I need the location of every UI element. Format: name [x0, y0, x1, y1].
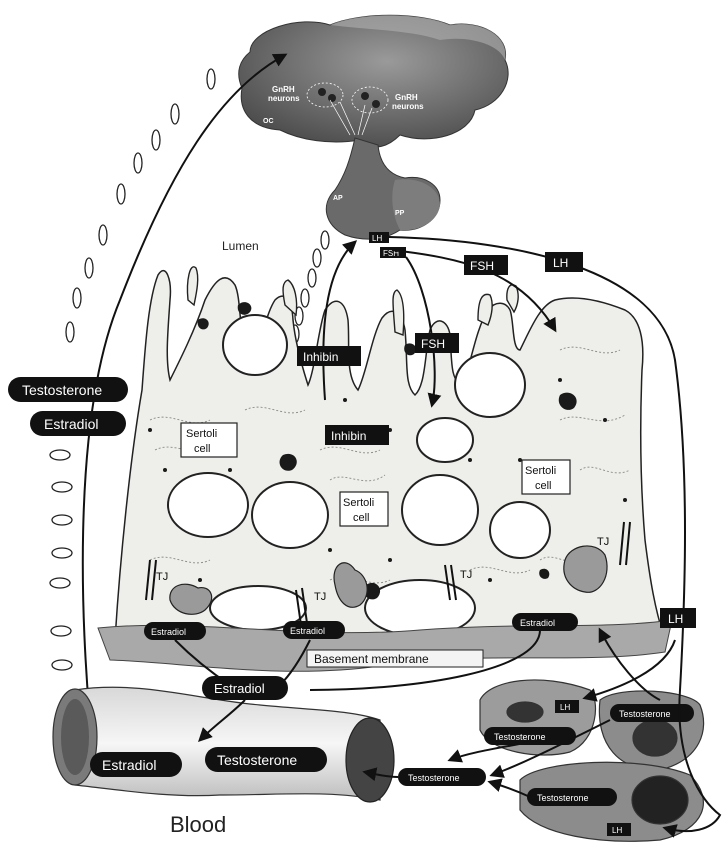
lh-upper-label: LH [553, 256, 568, 270]
gnrh-left-label-2: neurons [268, 94, 300, 103]
gnrh-right-label-2: neurons [392, 102, 424, 111]
sertoli-left-label-1: Sertoli [186, 428, 217, 440]
testosterone-out-pill: Testosterone [398, 768, 486, 786]
sertoli-right-box: Sertoli cell [522, 460, 570, 494]
estradiol-base-left-label: Estradiol [151, 627, 186, 637]
gnrh-left-label-1: GnRH [272, 85, 295, 94]
estradiol-big-pill: Estradiol [202, 676, 288, 700]
leydig-testosterone-top-label: Testosterone [619, 709, 671, 719]
sertoli-center-label-2: cell [353, 512, 370, 524]
sertoli-right-label-1: Sertoli [525, 465, 556, 477]
basement-membrane-label: Basement membrane [314, 652, 429, 666]
testosterone-left-label: Testosterone [22, 382, 102, 398]
estradiol-left-pill: Estradiol [30, 411, 126, 436]
lh-upper-tag: LH [545, 252, 583, 272]
leydig-testosterone-top-pill: Testosterone [610, 704, 694, 722]
sertoli-left-label-2: cell [194, 443, 211, 455]
tj-left-label: TJ [156, 571, 168, 583]
testosterone-left-pill: Testosterone [8, 377, 128, 402]
inhibin-lower-tag: Inhibin [325, 425, 389, 445]
testosterone-out-label: Testosterone [408, 773, 460, 783]
estradiol-left-label: Estradiol [44, 416, 98, 432]
leydig-lh-top-label: LH [560, 703, 570, 712]
estradiol-big-label: Estradiol [214, 681, 265, 696]
inhibin-lower-label: Inhibin [331, 429, 366, 443]
blood-testosterone-pill: Testosterone [205, 747, 327, 772]
tj-mid-label: TJ [460, 569, 472, 581]
fsh-upper-label: FSH [470, 259, 494, 273]
blood-estradiol-pill: Estradiol [90, 752, 182, 777]
pituitary-stalk [326, 138, 440, 239]
sertoli-center-box: Sertoli cell [340, 492, 388, 526]
fsh-mid-tag: FSH [415, 333, 459, 353]
lh-right-tag: LH [660, 608, 696, 628]
sertoli-center-label-1: Sertoli [343, 497, 374, 509]
pit-lh-label: LH [372, 234, 382, 243]
gnrh-right-label-1: GnRH [395, 93, 418, 102]
fsh-upper-tag: FSH [464, 255, 508, 275]
blood-vessel [53, 687, 394, 802]
ap-label: AP [333, 195, 343, 202]
estradiol-base-right-label: Estradiol [520, 618, 555, 628]
tj-center-label: TJ [314, 591, 326, 603]
estradiol-base-center-label: Estradiol [290, 626, 325, 636]
estradiol-base-left-pill: Estradiol [144, 622, 206, 640]
lumen-label: Lumen [222, 239, 259, 253]
blood-label: Blood [170, 812, 226, 837]
pp-label: PP [395, 210, 405, 217]
leydig-testosterone-bottom-pill: Testosterone [527, 788, 617, 806]
leydig-lh-bottom-label: LH [612, 826, 622, 835]
tj-right-label: TJ [597, 536, 609, 548]
estradiol-base-center-pill: Estradiol [283, 621, 345, 639]
inhibin-upper-tag: Inhibin [297, 346, 361, 366]
blood-estradiol-label: Estradiol [102, 757, 156, 773]
inhibin-upper-label: Inhibin [303, 350, 338, 364]
sertoli-right-label-2: cell [535, 480, 552, 492]
estradiol-base-right-pill: Estradiol [512, 613, 578, 631]
lh-right-label: LH [668, 612, 683, 626]
blood-testosterone-label: Testosterone [217, 752, 297, 768]
sertoli-left-box: Sertoli cell [181, 423, 237, 457]
leydig-testosterone-bottom-label: Testosterone [537, 793, 589, 803]
fsh-mid-label: FSH [421, 337, 445, 351]
oc-label: OC [263, 118, 274, 125]
hypothalamus [239, 15, 508, 147]
